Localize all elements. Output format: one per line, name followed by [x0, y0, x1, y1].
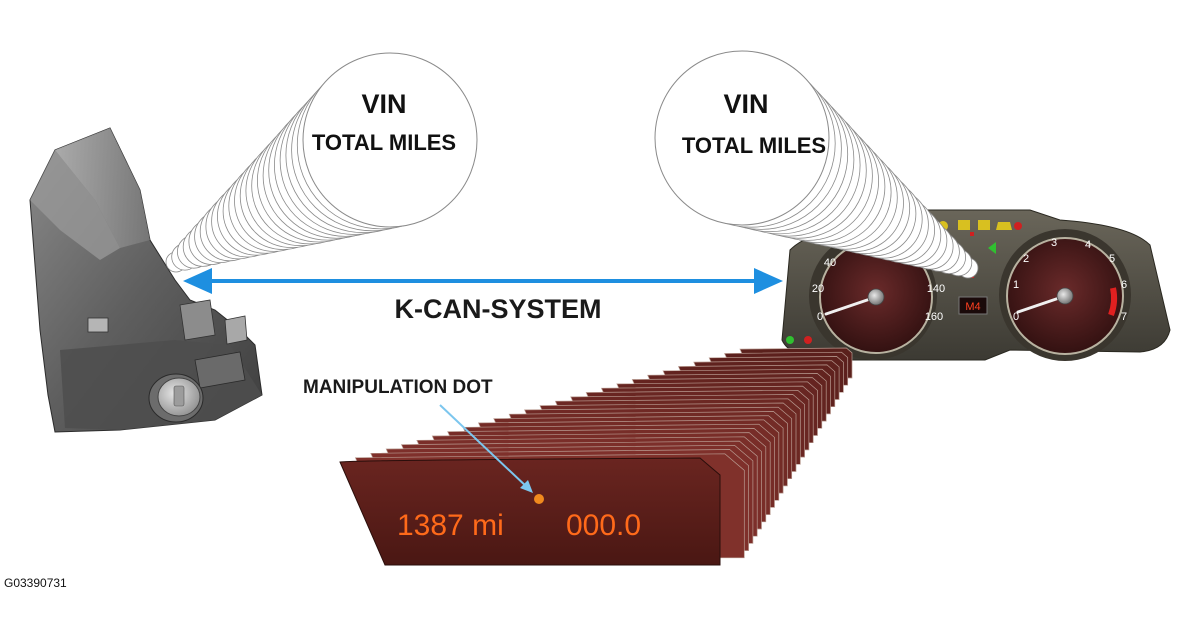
bubble-left-vin: VIN [361, 89, 406, 119]
k-can-link: K-CAN-SYSTEM [183, 268, 783, 324]
manipulation-dot-label: MANIPULATION DOT [303, 377, 493, 398]
speedo-tick-20: 20 [812, 283, 824, 295]
mileage-readout: 1387 mi [397, 509, 504, 542]
control-module [29, 127, 263, 433]
speedo-tick-40: 40 [824, 257, 836, 269]
data-bubble-left: VIN TOTAL MILES [165, 52, 478, 273]
tacho-tick-4: 4 [1085, 239, 1091, 251]
tacho-tick-6: 6 [1121, 279, 1127, 291]
bubble-right-total-miles: TOTAL MILES [682, 133, 826, 158]
tacho-tick-5: 5 [1109, 253, 1115, 265]
manipulation-annotation: MANIPULATION DOT [303, 377, 533, 493]
bubble-right-vin: VIN [723, 89, 768, 119]
annotation-leader-line [439, 404, 529, 489]
tachometer: 0 1 2 3 4 5 6 7 [999, 229, 1131, 361]
trip-readout: 000.0 [566, 509, 641, 542]
tacho-tick-3: 3 [1051, 237, 1057, 249]
tacho-tick-1: 1 [1013, 279, 1019, 291]
speedo-tick-160: 160 [925, 311, 943, 323]
ignition-lock-cylinder [148, 373, 204, 423]
gear-indicator-text: M4 [965, 301, 980, 313]
manipulation-dot [534, 494, 544, 504]
speedo-tick-0: 0 [817, 311, 823, 323]
odometer-display: 1387 mi 000.0 [339, 347, 853, 566]
tacho-tick-7: 7 [1121, 311, 1127, 323]
k-can-label: K-CAN-SYSTEM [395, 294, 602, 324]
figure-code: G03390731 [4, 576, 67, 590]
tacho-tick-2: 2 [1023, 253, 1029, 265]
warning-lamps [786, 220, 1022, 344]
speedo-tick-140: 140 [927, 283, 945, 295]
gear-indicator: M4 [958, 296, 988, 315]
tacho-tick-0: 0 [1013, 311, 1019, 323]
data-bubble-right: VIN TOTAL MILES [654, 50, 979, 279]
bubble-left-total-miles: TOTAL MILES [312, 130, 456, 155]
